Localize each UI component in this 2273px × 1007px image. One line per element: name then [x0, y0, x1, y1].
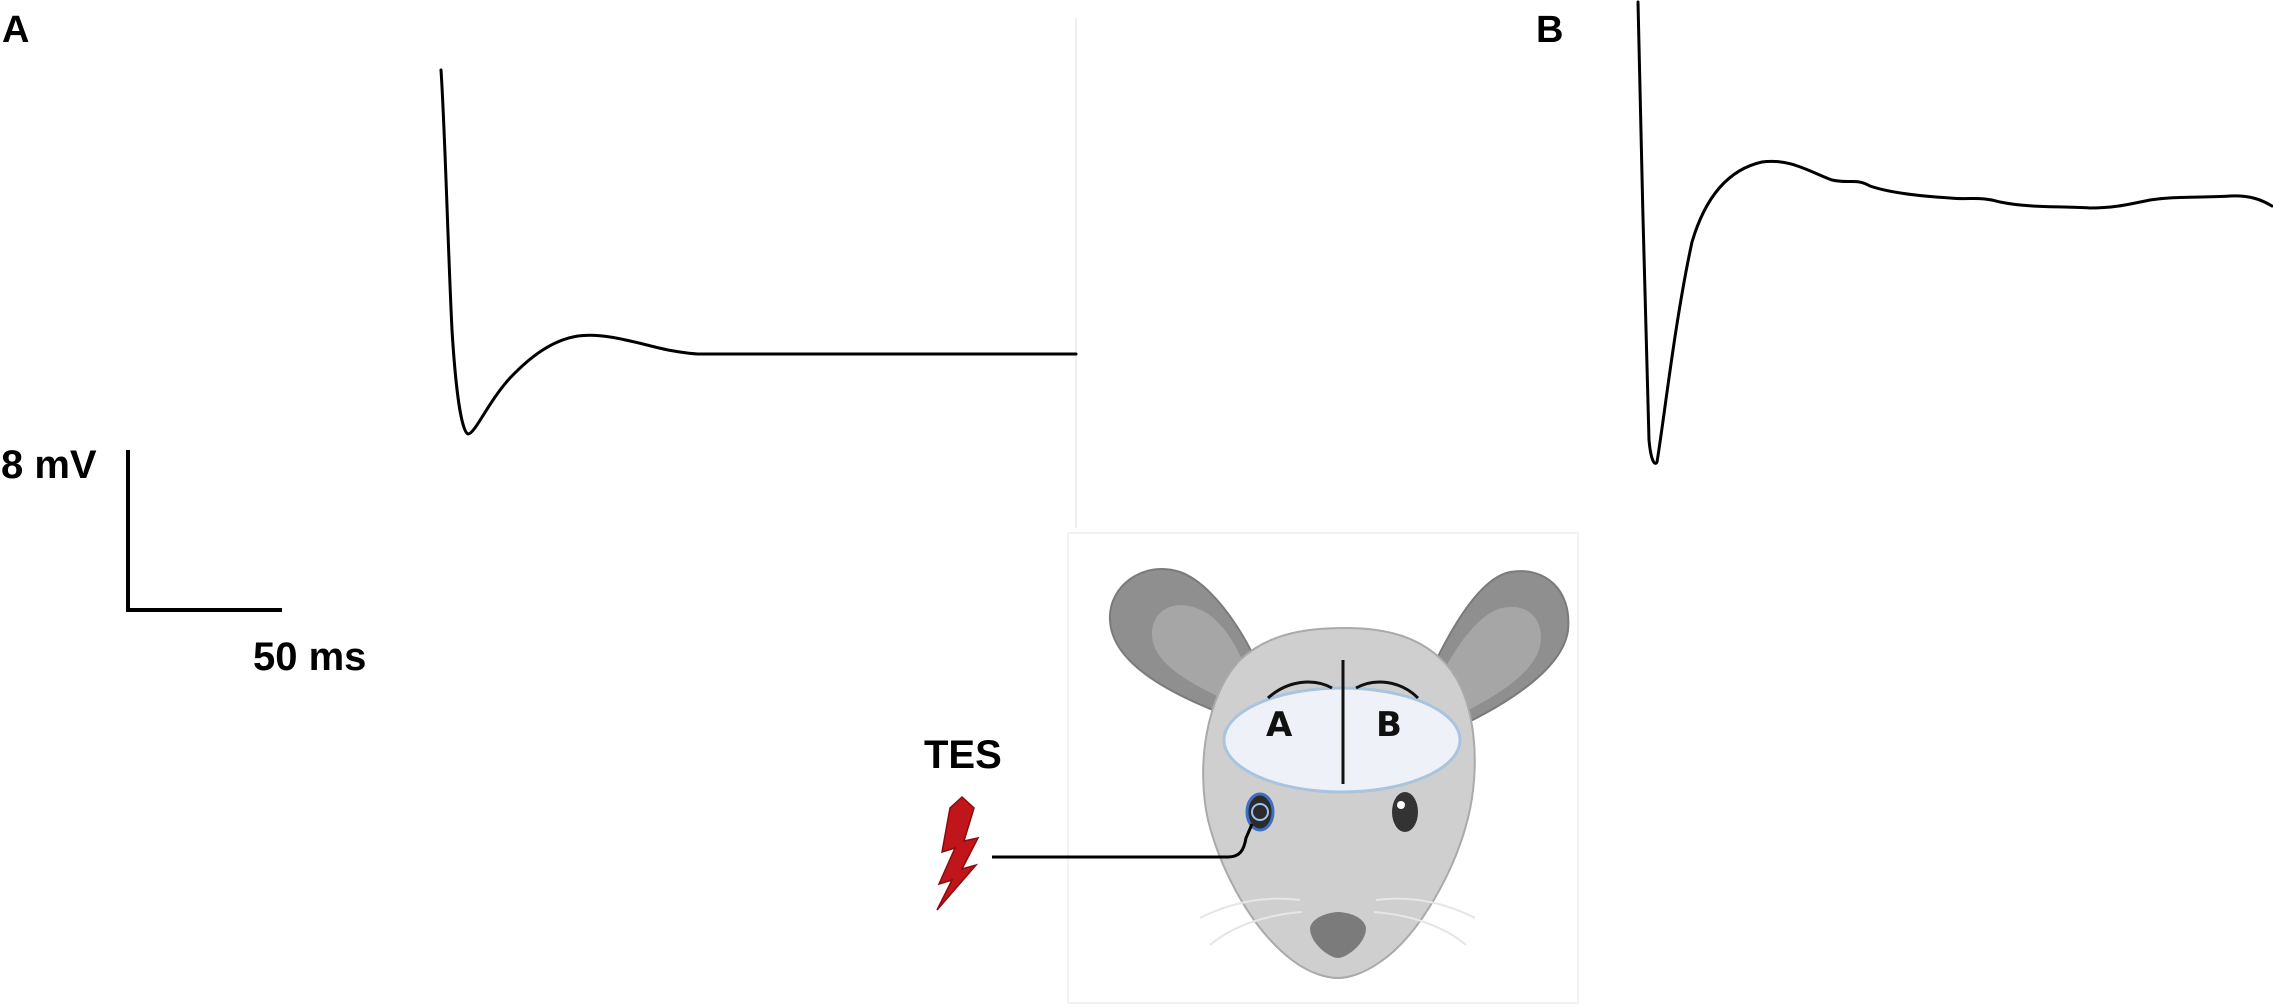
mouse-whiskers [1199, 897, 1476, 946]
trace-a [439, 68, 1078, 436]
tes-label: TES [924, 733, 1002, 777]
mouse-illustration-frame [1067, 532, 1579, 1004]
trace-b [1636, 0, 2273, 465]
mouse-right-eye-highlight [1397, 801, 1405, 809]
region-b-label: B [1376, 705, 1402, 745]
lightning-bolt-icon [936, 795, 980, 911]
right-brow-arc [1355, 680, 1420, 700]
scale-bar-time-label: 50 ms [253, 635, 366, 679]
mouse-left-eye [1245, 792, 1275, 832]
stimulation-electrode-ring [1251, 803, 1269, 821]
panel-b-label: B [1536, 9, 1563, 51]
scale-bar-voltage-label: 8 mV [1, 443, 97, 487]
mouse-nose [1310, 912, 1366, 958]
panel-a-label: A [2, 9, 29, 51]
tes-wire [992, 823, 1254, 859]
mouse-head-illustration: A B [1108, 567, 1570, 980]
mouse-right-eye [1392, 792, 1418, 832]
region-a-label: A [1266, 705, 1293, 745]
scale-bar: 8 mV 50 ms [1, 443, 366, 679]
left-brow-arc [1266, 680, 1333, 700]
